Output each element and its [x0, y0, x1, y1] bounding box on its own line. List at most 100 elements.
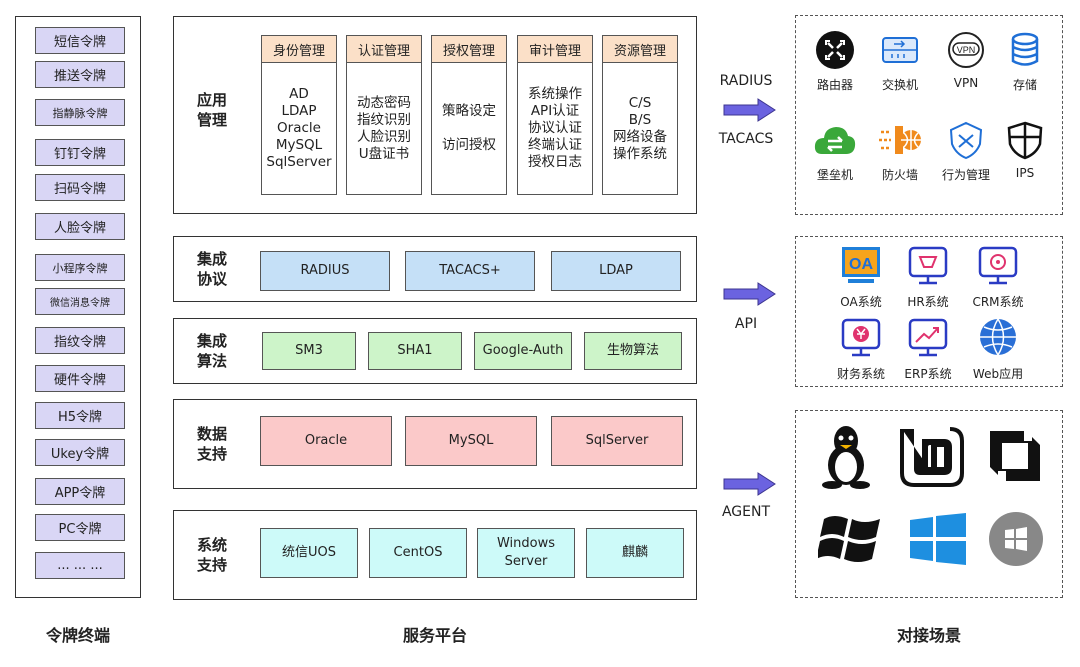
device-bastion[interactable]: 堡垒机 [800, 120, 870, 183]
erp-monitor-icon [908, 318, 948, 357]
app-erp-label: ERP系统 [904, 367, 952, 381]
token-sms[interactable]: 短信令牌 [35, 27, 125, 54]
algorithm-sm3[interactable]: SM3 [262, 332, 356, 370]
finance-monitor-icon [841, 318, 881, 357]
operating-system-panel [795, 410, 1063, 598]
router-icon [816, 31, 854, 69]
device-vpn[interactable]: VPN VPN [931, 30, 1001, 90]
device-ips-label: IPS [1015, 166, 1035, 180]
token-wechat-message[interactable]: 微信消息令牌 [35, 288, 125, 315]
token-fingerprint[interactable]: 指纹令牌 [35, 327, 125, 354]
device-behavior-management-label: 行为管理 [941, 168, 990, 182]
device-switch-label: 交换机 [881, 78, 918, 92]
resource-management[interactable]: 资源管理 C/S B/S 网络设备 操作系统 [602, 35, 678, 195]
connector-agent-label: AGENT [721, 504, 771, 520]
app-crm-label: CRM系统 [972, 295, 1024, 309]
globe-icon [980, 318, 1016, 356]
device-router-label: 路由器 [816, 78, 853, 92]
switch-icon [882, 37, 918, 63]
token-h5[interactable]: H5令牌 [35, 402, 125, 429]
device-switch[interactable]: 交换机 [865, 30, 935, 93]
database-mysql[interactable]: MySQL [405, 416, 537, 466]
resource-management-head: 资源管理 [602, 35, 678, 63]
oa-icon-text: OA [849, 256, 873, 273]
app-management-label: 应用 管理 [196, 91, 227, 129]
token-dingtalk[interactable]: 钉钉令牌 [35, 139, 125, 166]
algorithm-sha1[interactable]: SHA1 [368, 332, 462, 370]
app-management-panel: 应用 管理 身份管理 AD LDAP Oracle MySQL SqlServe… [173, 16, 697, 214]
algorithm-biometric[interactable]: 生物算法 [584, 332, 682, 370]
oa-icon: OA [842, 247, 880, 283]
app-web[interactable]: Web应用 [963, 317, 1033, 382]
arrow-right-icon [723, 472, 776, 496]
audit-management-head: 审计管理 [517, 35, 593, 63]
device-storage-label: 存储 [1012, 78, 1037, 92]
connector-api-label: API [734, 316, 758, 332]
system-uos[interactable]: 统信UOS [260, 528, 358, 578]
linux-mint-icon [900, 427, 964, 487]
protocol-tacacs[interactable]: TACACS+ [405, 251, 535, 291]
token-finger-vein[interactable]: 指静脉令牌 [35, 99, 125, 126]
deepin-bracket-icon [990, 431, 1040, 481]
system-windows-server[interactable]: Windows Server [477, 528, 575, 578]
device-storage[interactable]: 存储 [990, 30, 1060, 93]
network-device-panel: 路由器 交换机 VPN VPN 存储 堡垒机 [795, 15, 1063, 215]
protocol-radius[interactable]: RADIUS [260, 251, 390, 291]
token-face[interactable]: 人脸令牌 [35, 213, 125, 240]
linux-tux-icon [822, 426, 870, 489]
database-oracle[interactable]: Oracle [260, 416, 392, 466]
algorithm-panel: 集成 算法 SM3 SHA1 Google-Auth 生物算法 [173, 318, 697, 384]
audit-management[interactable]: 审计管理 系统操作 API认证 协议认证 终端认证 授权日志 [517, 35, 593, 195]
token-pc[interactable]: PC令牌 [35, 514, 125, 541]
token-more[interactable]: ... ... ... [35, 552, 125, 579]
system-centos[interactable]: CentOS [369, 528, 467, 578]
app-hr-label: HR系统 [907, 295, 949, 309]
shield-icon [949, 121, 983, 160]
auth-management[interactable]: 认证管理 动态密码 指纹识别 人脸识别 U盘证书 [346, 35, 422, 195]
device-router[interactable]: 路由器 [800, 30, 870, 93]
title-integration-scenarios: 对接场景 [896, 626, 961, 645]
windows-logo-icon [910, 513, 966, 565]
app-erp[interactable]: ERP系统 [893, 317, 963, 382]
database-sqlserver[interactable]: SqlServer [551, 416, 683, 466]
device-ips[interactable]: IPS [990, 120, 1060, 180]
audit-management-body: 系统操作 API认证 协议认证 终端认证 授权日志 [517, 63, 593, 195]
resource-management-body: C/S B/S 网络设备 操作系统 [602, 63, 678, 195]
authorization-management[interactable]: 授权管理 策略设定 访问授权 [431, 35, 507, 195]
authorization-management-head: 授权管理 [431, 35, 507, 63]
database-label: 数据 支持 [196, 425, 227, 463]
app-finance-label: 财务系统 [836, 367, 885, 381]
firewall-icon [879, 126, 921, 154]
authorization-management-body: 策略设定 访问授权 [431, 63, 507, 195]
app-finance[interactable]: 财务系统 [826, 317, 896, 382]
database-icon [1011, 32, 1039, 66]
algorithm-google-auth[interactable]: Google-Auth [474, 332, 572, 370]
app-crm[interactable]: CRM系统 [963, 245, 1033, 310]
system-panel: 系统 支持 统信UOS CentOS Windows Server 麒麟 [173, 510, 697, 600]
app-oa[interactable]: OA OA系统 [826, 245, 896, 310]
database-panel: 数据 支持 Oracle MySQL SqlServer [173, 399, 697, 489]
identity-management[interactable]: 身份管理 AD LDAP Oracle MySQL SqlServer [261, 35, 337, 195]
token-hardware[interactable]: 硬件令牌 [35, 365, 125, 392]
connector-radius-label: RADIUS [719, 73, 773, 89]
device-firewall[interactable]: 防火墙 [865, 120, 935, 183]
windows-legacy-icon [818, 516, 880, 562]
protocol-ldap[interactable]: LDAP [551, 251, 681, 291]
title-service-platform: 服务平台 [402, 626, 467, 645]
cloud-sync-icon [814, 127, 856, 154]
token-qrcode[interactable]: 扫码令牌 [35, 174, 125, 201]
device-firewall-label: 防火墙 [881, 168, 918, 182]
token-app[interactable]: APP令牌 [35, 478, 125, 505]
token-miniprogram[interactable]: 小程序令牌 [35, 254, 125, 281]
token-ukey[interactable]: Ukey令牌 [35, 439, 125, 466]
identity-management-body: AD LDAP Oracle MySQL SqlServer [261, 63, 337, 195]
title-token-terminal: 令牌终端 [45, 626, 110, 645]
app-hr[interactable]: HR系统 [893, 245, 963, 310]
app-oa-label: OA系统 [840, 295, 882, 309]
shield-check-icon [1007, 121, 1043, 160]
windows-circle-icon [989, 512, 1043, 566]
protocol-panel: 集成 协议 RADIUS TACACS+ LDAP [173, 236, 697, 302]
system-kylin[interactable]: 麒麟 [586, 528, 684, 578]
device-behavior-management[interactable]: 行为管理 [931, 120, 1001, 183]
token-push[interactable]: 推送令牌 [35, 61, 125, 88]
